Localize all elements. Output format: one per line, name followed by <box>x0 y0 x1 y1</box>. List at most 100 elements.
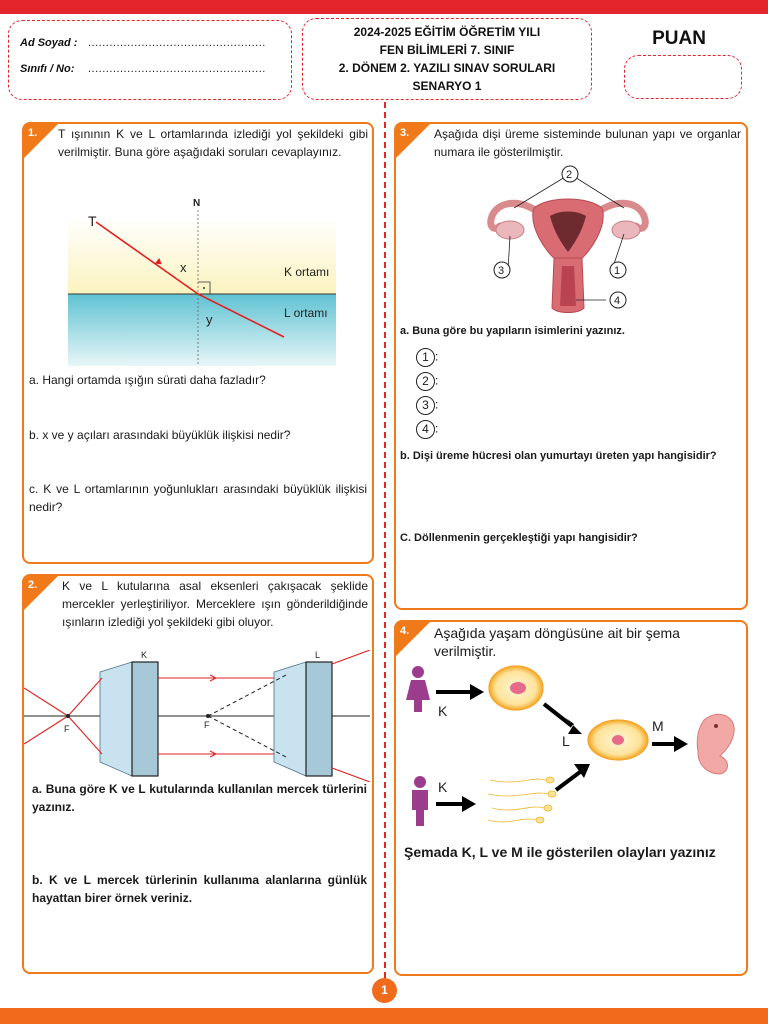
angle-y-label: y <box>206 312 213 327</box>
refraction-figure: T N x y K ortamı L ortamı <box>68 198 336 366</box>
medium-k-label: K ortamı <box>284 265 329 279</box>
question-2-text: K ve L kutularına asal eksenleri çakışac… <box>62 579 368 629</box>
question-2a: a. Buna göre K ve L kutularında kullanıl… <box>32 782 367 814</box>
arrowhead-female-egg <box>470 684 484 700</box>
ray-diverge-top <box>67 677 103 717</box>
medium-k-area <box>68 216 336 294</box>
label-k-bottom: K <box>438 779 448 795</box>
incident-ray <box>95 221 199 295</box>
question-number-corner <box>24 576 58 610</box>
question-3b: b. Dişi üreme hücresi olan yumurtayı üre… <box>400 450 717 462</box>
box-k-label: K <box>141 650 147 660</box>
angle-x-label: x <box>180 260 187 275</box>
question-1b: b. x ve y açıları arasındaki büyüklük il… <box>29 428 291 442</box>
arrowhead-sperm-zygote <box>574 764 590 778</box>
life-cycle-figure: K K L M <box>406 665 735 826</box>
pointer-2b <box>569 173 625 209</box>
page-number: 1 <box>372 978 397 1003</box>
virtual-ray-bottom <box>207 715 289 759</box>
arrowhead-zygote-embryo <box>674 736 688 752</box>
class-field[interactable]: Sınıfı / No: ...........................… <box>20 63 265 75</box>
egg-nucleus <box>510 682 526 694</box>
question-4-text: Aşağıda yaşam döngüsüne ait bir şema ver… <box>434 625 680 659</box>
ray-exit-bottom <box>331 767 371 782</box>
ray-label-t: T <box>88 213 97 229</box>
answer-text-4: : <box>435 421 439 436</box>
virtual-ray-top <box>207 673 289 717</box>
female-reproductive-figure: 2 3 1 4 <box>487 165 649 313</box>
box-l-label: L <box>315 650 320 660</box>
question-1a: a. Hangi ortamda ışığın sürati daha fazl… <box>29 373 266 387</box>
lens-boxes-figure: F F K L <box>24 650 371 782</box>
female-icon <box>406 666 430 712</box>
answer-number-3: 3 <box>416 396 435 415</box>
exam-title-box <box>302 18 592 100</box>
sperm-cells <box>487 776 557 824</box>
answer-row-2[interactable]: 2: <box>416 372 438 392</box>
name-dots: ........................................… <box>88 37 266 49</box>
score-box[interactable] <box>624 55 742 99</box>
question-3c: C. Döllenmenin gerçekleştiği yapı hangis… <box>400 532 638 544</box>
question-number: 2. <box>28 579 38 591</box>
exam-title-line-3: 2. DÖNEM 2. YAZILI SINAV SORULARI <box>338 61 556 75</box>
male-icon <box>412 776 428 826</box>
label-circle-1 <box>609 261 627 279</box>
label-1: 1 <box>614 265 620 277</box>
exam-title-line-4: SENARYO 1 <box>412 79 482 93</box>
arrow-top <box>209 674 218 682</box>
ray-exit-top <box>331 650 371 665</box>
answer-row-3[interactable]: 3: <box>416 396 438 416</box>
focus-point-1 <box>66 714 70 718</box>
class-dots: ........................................… <box>88 63 266 75</box>
arrow-sperm-zygote <box>554 770 582 792</box>
question-number-corner <box>396 622 430 656</box>
embryo <box>696 713 735 775</box>
name-field[interactable]: Ad Soyad : .............................… <box>20 37 265 49</box>
vagina-inner <box>560 266 576 306</box>
question-4-box: 4. <box>394 620 748 976</box>
answer-number-4: 4 <box>416 420 435 439</box>
question-number: 4. <box>400 625 410 637</box>
answer-row-1[interactable]: 1: <box>416 348 438 368</box>
question-number: 1. <box>28 127 38 139</box>
question-1c: c. K ve L ortamlarının yoğunlukları aras… <box>29 482 367 514</box>
question-4-prompt: Şemada K, L ve M ile gösterilen olayları… <box>404 844 716 860</box>
label-m: M <box>652 718 664 734</box>
label-4: 4 <box>614 295 620 307</box>
focus-label-2: F <box>204 720 210 730</box>
normal-label-n: N <box>193 198 200 209</box>
question-number-corner <box>396 124 430 158</box>
label-k-top: K <box>438 703 448 719</box>
ovary-right <box>611 220 641 240</box>
column-divider <box>384 102 386 988</box>
ray-incoming-top <box>24 687 69 717</box>
uterus-cavity <box>550 211 586 252</box>
box-k <box>131 661 159 777</box>
bottom-color-bar <box>0 1008 768 1024</box>
incident-arrowhead <box>154 258 162 265</box>
label-circle-4 <box>609 291 627 309</box>
medium-l-label: L ortamı <box>284 306 328 320</box>
fallopian-tube-left <box>487 199 542 232</box>
medium-l-area <box>68 294 336 366</box>
arrow-bottom <box>209 750 218 758</box>
label-circle-2 <box>561 165 579 183</box>
label-2: 2 <box>566 169 572 181</box>
top-color-bar <box>0 0 768 14</box>
student-info-box <box>8 20 292 100</box>
focus-point-2 <box>206 714 210 718</box>
question-3a: a. Buna göre bu yapıların isimlerini yaz… <box>400 325 625 337</box>
answer-row-4[interactable]: 4: <box>416 420 438 440</box>
right-angle-dot <box>203 287 205 289</box>
answer-number-2: 2 <box>416 372 435 391</box>
focus-label-1: F <box>64 724 70 734</box>
zygote-nucleus <box>612 735 624 745</box>
question-number-corner <box>24 124 58 158</box>
exam-title-line-2: FEN BİLİMLERİ 7. SINIF <box>379 43 515 57</box>
pointer-2a <box>513 173 571 209</box>
answer-text-3: : <box>435 397 439 412</box>
question-3-text: Aşağıda dişi üreme sisteminde bulunan ya… <box>434 127 741 159</box>
answer-text-2: : <box>435 373 439 388</box>
question-2b: b. K ve L mercek türlerinin kullanıma al… <box>32 873 367 905</box>
answer-text-1: : <box>435 349 439 364</box>
